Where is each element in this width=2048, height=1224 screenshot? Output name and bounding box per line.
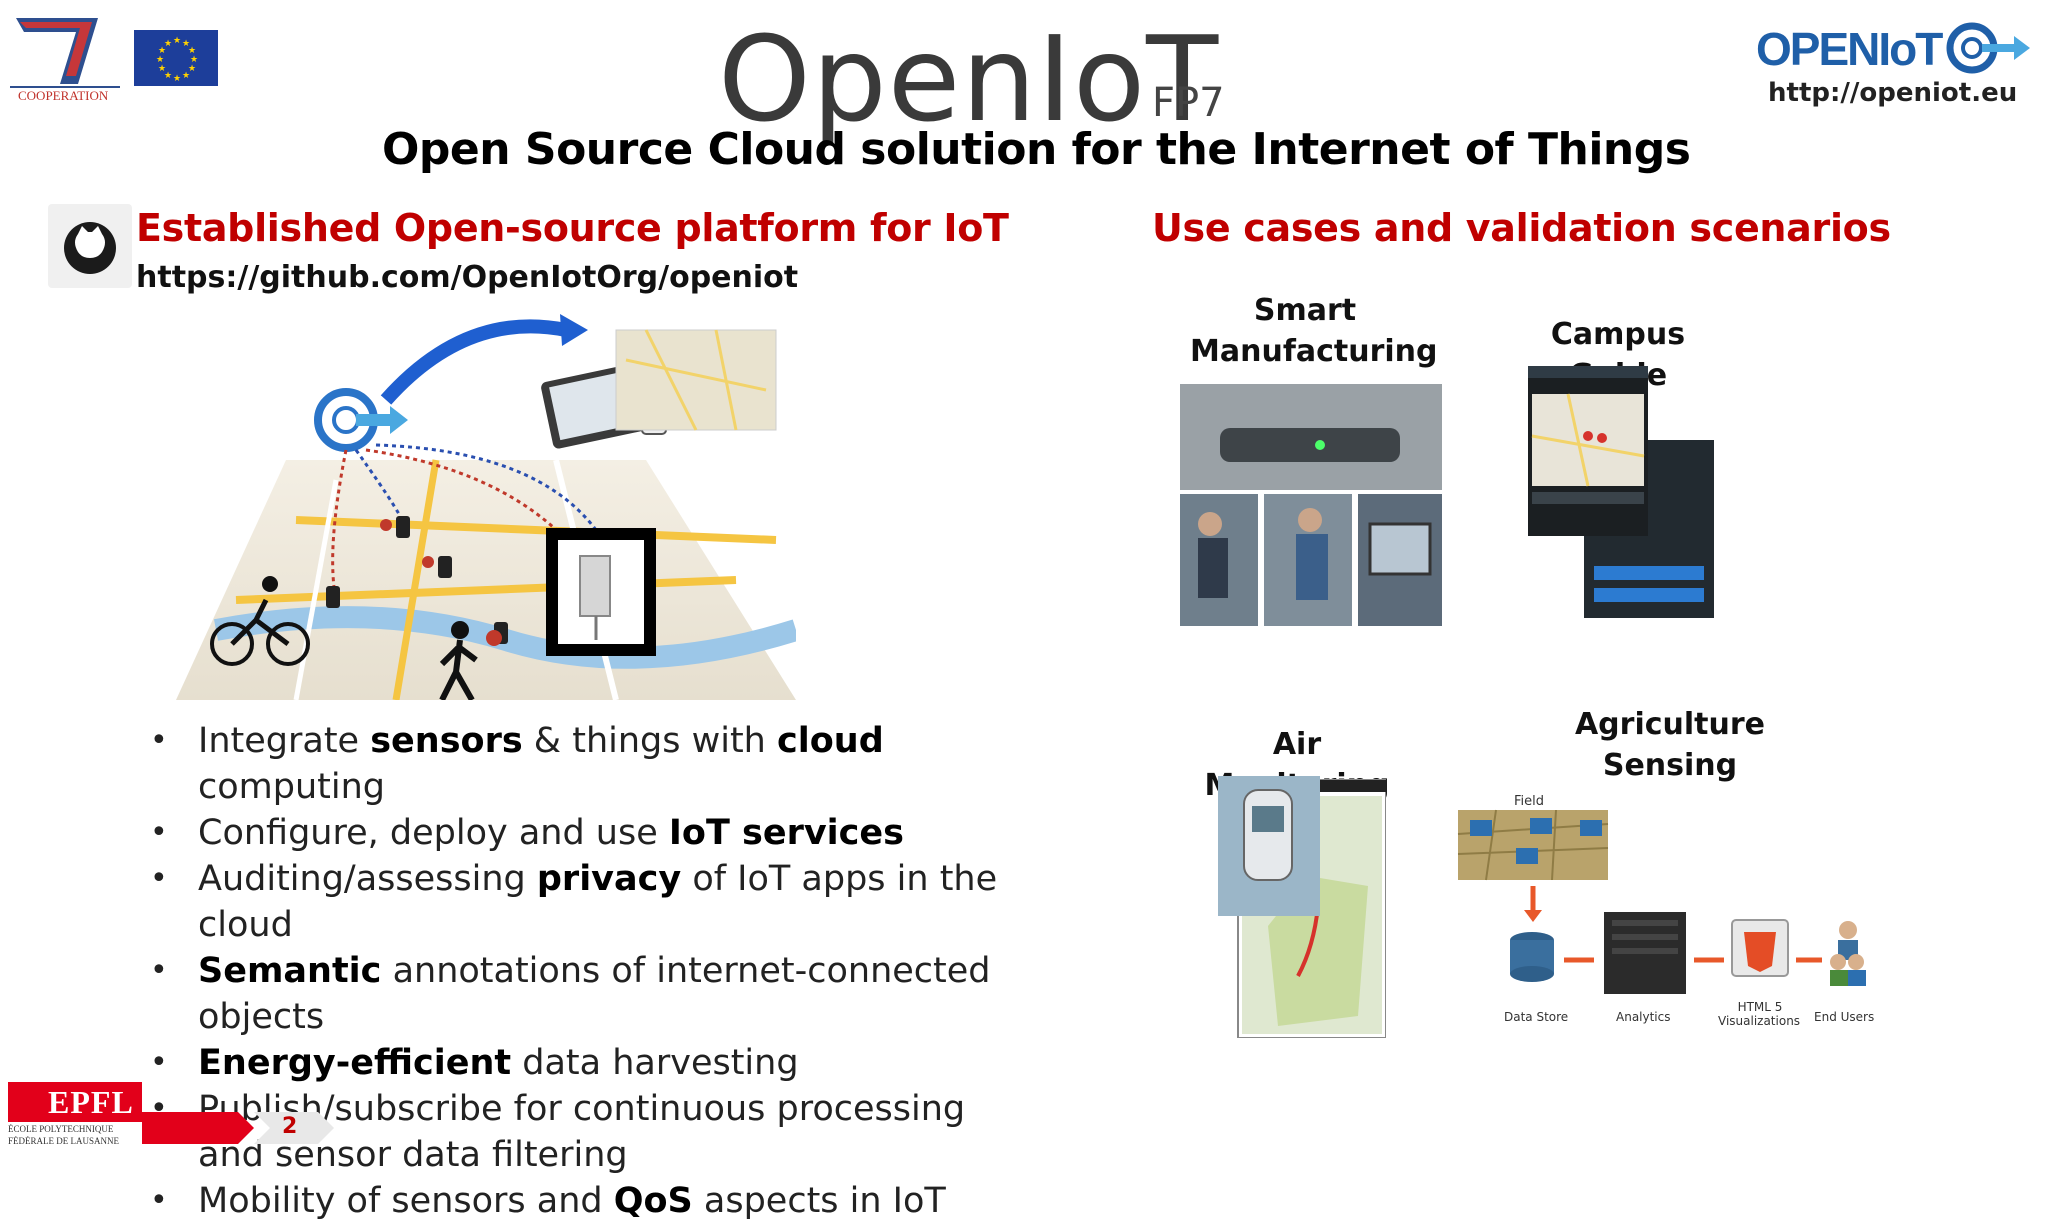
svg-text:★: ★: [182, 39, 190, 49]
svg-text:★: ★: [158, 46, 166, 56]
svg-text:★: ★: [173, 74, 181, 84]
epfl-logo-text: EPFL: [48, 1084, 134, 1120]
epfl-name-line2: FÉDÉRALE DE LAUSANNE: [8, 1136, 119, 1146]
case-agriculture-sensing-label: Agriculture Sensing: [1574, 707, 1766, 783]
agri-end-users-label: End Users: [1814, 1010, 1875, 1024]
slide-title: OpenIoT: [718, 10, 1220, 148]
svg-text:★: ★: [188, 64, 196, 74]
fp7-cooperation-text: COOPERATION: [18, 88, 109, 103]
slide-subtitle: Open Source Cloud solution for the Inter…: [382, 124, 1691, 175]
feature-item: Energy-efficient data harvesting: [150, 1040, 1050, 1086]
svg-text:★: ★: [164, 71, 172, 81]
feature-item: Configure, deploy and use IoT services: [150, 810, 1050, 856]
github-link[interactable]: https://github.com/OpenIotOrg/openiot: [136, 260, 799, 295]
fp7-cooperation-logo: COOPERATION: [6, 14, 124, 106]
case-smart-manufacturing-label: Smart Manufacturing: [1190, 293, 1438, 369]
openiot-logo: OPENIoT http://openiot.eu: [1756, 18, 2036, 108]
agri-data-store-label: Data Store: [1504, 1010, 1569, 1024]
eu-flag-logo: ★★★★ ★★★★ ★★★★: [134, 30, 218, 86]
footer-arrow-bar: [142, 1112, 342, 1144]
feature-item: Mobility of sensors and QoS aspects in I…: [150, 1178, 1050, 1224]
svg-text:★: ★: [164, 39, 172, 49]
feature-list: Integrate sensors & things with cloud co…: [150, 718, 1050, 1224]
svg-text:★: ★: [156, 55, 164, 65]
openiot-logo-icon: [1946, 22, 2030, 74]
iot-city-illustration: [176, 300, 800, 702]
agri-html5-label: HTML 5: [1737, 1000, 1783, 1014]
smart-manufacturing-photo: [1180, 384, 1442, 626]
agriculture-diagram: Field Data Store Analytics HTML 5 Visual…: [1456, 794, 1876, 1034]
epfl-name-line1: ÉCOLE POLYTECHNIQUE: [8, 1124, 114, 1134]
agri-analytics-label: Analytics: [1616, 1010, 1671, 1024]
epfl-logo: EPFL ÉCOLE POLYTECHNIQUE FÉDÉRALE DE LAU…: [8, 1082, 142, 1152]
feature-item: Semantic annotations of internet-connect…: [150, 948, 1050, 1040]
openiot-logo-text: OPENIoT: [1756, 23, 1943, 75]
svg-text:★: ★: [190, 55, 198, 65]
epfl-logo-mark: EPFL: [8, 1082, 142, 1122]
agri-visualizations-label: Visualizations: [1718, 1014, 1801, 1028]
svg-text:★: ★: [188, 46, 196, 56]
agri-field-label: Field: [1514, 794, 1545, 809]
feature-item: Auditing/assessing privacy of IoT apps i…: [150, 856, 1050, 948]
github-icon: [48, 204, 132, 288]
page-number: 2: [282, 1114, 298, 1139]
openiot-url[interactable]: http://openiot.eu: [1768, 78, 2018, 108]
svg-text:★: ★: [158, 64, 166, 74]
left-heading: Established Open-source platform for IoT: [136, 206, 1009, 250]
slide-title-suffix: FP7: [1152, 80, 1225, 126]
feature-item: Integrate sensors & things with cloud co…: [150, 718, 1050, 810]
campus-guide-screens: [1528, 366, 1714, 618]
svg-text:★: ★: [173, 36, 181, 46]
right-heading: Use cases and validation scenarios: [1152, 206, 1891, 250]
air-monitoring-photo: [1218, 776, 1387, 1039]
svg-text:★: ★: [182, 71, 190, 81]
